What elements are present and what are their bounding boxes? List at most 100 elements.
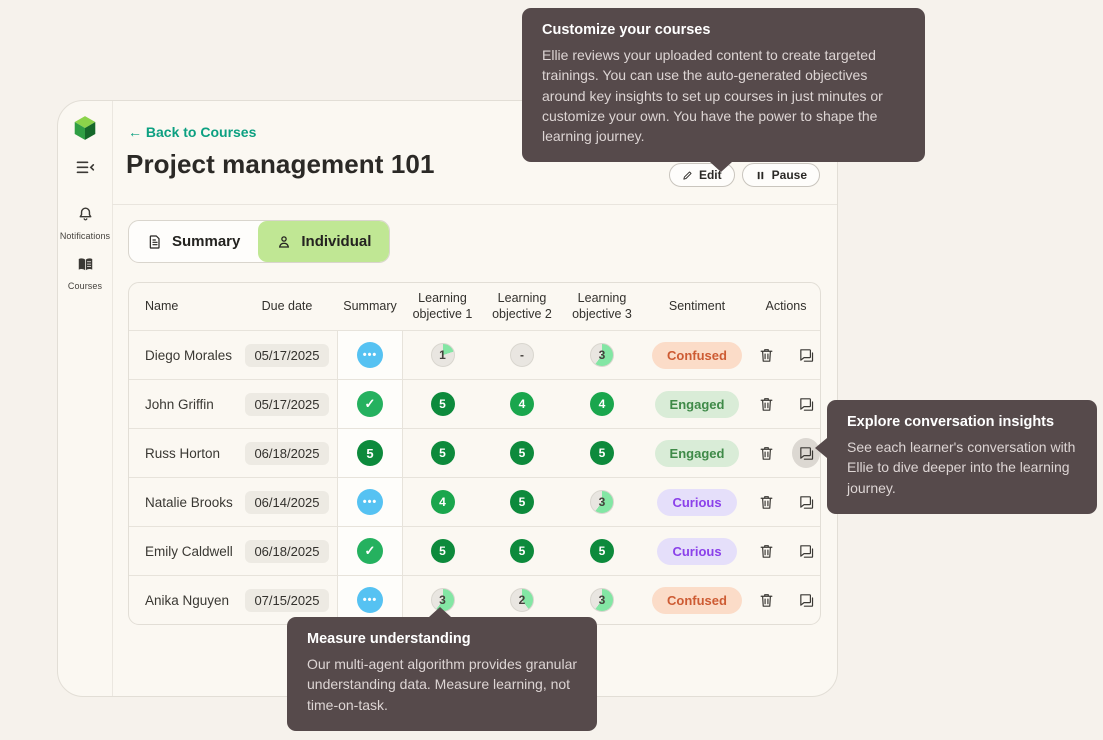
tooltip-body: See each learner's conversation with Ell… xyxy=(847,439,1076,496)
objective-score: 5 xyxy=(590,539,614,563)
delete-learner-button[interactable] xyxy=(752,389,780,419)
sidebar-item-notifications[interactable]: Notifications xyxy=(58,205,112,241)
objective-score: 5 xyxy=(430,539,455,563)
conversation-button[interactable] xyxy=(792,389,820,419)
summary-cell: ✓ xyxy=(337,380,403,428)
tab-individual-label: Individual xyxy=(301,233,372,250)
objective-cell: 4 xyxy=(482,380,562,428)
delete-learner-button[interactable] xyxy=(752,340,780,370)
conversation-button[interactable] xyxy=(792,585,820,615)
tooltip-body: Our multi-agent algorithm provides granu… xyxy=(307,656,578,713)
delete-learner-button[interactable] xyxy=(752,585,780,615)
actions-cell xyxy=(752,478,820,526)
column-header: Learning objective 3 xyxy=(572,290,632,321)
summary-cell: ••• xyxy=(337,478,403,526)
sidebar: Notifications Courses xyxy=(58,101,113,696)
delete-learner-button[interactable] xyxy=(752,536,780,566)
objective-score: 5 xyxy=(510,441,534,465)
tooltip-title: Explore conversation insights xyxy=(847,414,1055,430)
main-panel: Notifications Courses ← Back to Courses … xyxy=(57,100,838,697)
learner-name: Natalie Brooks xyxy=(145,494,233,510)
objective-score: 4 xyxy=(590,392,614,416)
summary-cell: ✓ xyxy=(337,527,403,575)
actions-cell xyxy=(752,380,820,428)
objective-cell: 3 xyxy=(562,331,642,379)
trash-icon xyxy=(758,396,775,413)
objective-score-partial: 3 xyxy=(590,490,614,514)
column-header: Learning objective 2 xyxy=(492,290,552,321)
summary-complete-icon: ✓ xyxy=(357,391,383,417)
tooltip-measure-understanding: Measure understanding Our multi-agent al… xyxy=(287,607,597,731)
summary-in-progress-icon: ••• xyxy=(357,587,383,613)
objective-cell: 4 xyxy=(562,380,642,428)
back-to-courses-link[interactable]: ← Back to Courses xyxy=(128,124,256,140)
due-date-chip: 06/18/2025 xyxy=(245,441,329,465)
conversation-icon xyxy=(798,445,815,462)
objective-cell: 5 xyxy=(562,527,642,575)
tab-individual[interactable]: Individual xyxy=(258,221,390,262)
objective-score: 5 xyxy=(430,441,455,465)
column-header: Due date xyxy=(261,298,313,313)
objective-cell: 5 xyxy=(482,429,562,477)
summary-in-progress-icon: ••• xyxy=(357,342,383,368)
sidebar-item-label: Notifications xyxy=(59,231,111,241)
sidebar-item-label: Courses xyxy=(67,281,103,291)
actions-cell xyxy=(752,331,820,379)
sentiment-badge: Curious xyxy=(657,537,737,565)
due-date-cell: 05/17/2025 xyxy=(237,380,337,428)
due-date-cell: 06/18/2025 xyxy=(237,429,337,477)
pause-button[interactable]: Pause xyxy=(741,163,820,187)
collapse-sidebar-icon[interactable] xyxy=(75,159,95,175)
book-icon xyxy=(76,255,95,274)
learner-name: John Griffin xyxy=(145,396,214,412)
objective-score-partial: 3 xyxy=(590,343,614,367)
due-date-chip: 06/14/2025 xyxy=(245,490,329,514)
summary-cell: ••• xyxy=(337,331,403,379)
tab-summary[interactable]: Summary xyxy=(129,221,258,262)
objective-cell: - xyxy=(482,331,562,379)
sentiment-cell: Confused xyxy=(642,576,752,624)
conversation-icon xyxy=(798,347,815,364)
objective-score: 5 xyxy=(510,490,534,514)
sidebar-item-courses[interactable]: Courses xyxy=(58,255,112,291)
objective-cell: 5 xyxy=(482,478,562,526)
due-date-chip: 05/17/2025 xyxy=(245,343,329,367)
conversation-button[interactable] xyxy=(792,340,820,370)
objective-cell: 5 xyxy=(403,429,482,477)
delete-learner-button[interactable] xyxy=(752,487,780,517)
actions-cell xyxy=(752,527,820,575)
conversation-button[interactable] xyxy=(792,487,820,517)
sentiment-cell: Curious xyxy=(642,478,752,526)
summary-cell: 5 xyxy=(337,429,403,477)
sentiment-badge: Engaged xyxy=(654,439,740,467)
conversation-icon xyxy=(798,396,815,413)
column-header: Learning objective 1 xyxy=(412,290,473,321)
tooltip-customize-your-courses: Customize your courses Ellie reviews you… xyxy=(522,8,925,174)
summary-score: 5 xyxy=(357,440,383,466)
summary-in-progress-icon: ••• xyxy=(357,489,383,515)
actions-cell xyxy=(752,429,820,477)
objective-score-empty: - xyxy=(510,343,534,367)
trash-icon xyxy=(758,445,775,462)
conversation-icon xyxy=(798,543,815,560)
tooltip-body: Ellie reviews your uploaded content to c… xyxy=(542,47,883,145)
learner-name: Russ Horton xyxy=(145,445,221,461)
conversation-button[interactable] xyxy=(792,536,820,566)
learner-name: Emily Caldwell xyxy=(145,543,233,559)
objective-score: 4 xyxy=(510,392,534,416)
due-date-cell: 06/14/2025 xyxy=(237,478,337,526)
due-date-chip: 05/17/2025 xyxy=(245,392,329,416)
header-actions: Edit Pause xyxy=(668,163,820,187)
conversation-icon xyxy=(798,494,815,511)
sentiment-cell: Engaged xyxy=(642,380,752,428)
due-date-cell: 07/15/2025 xyxy=(237,576,337,624)
delete-learner-button[interactable] xyxy=(752,438,780,468)
due-date-cell: 06/18/2025 xyxy=(237,527,337,575)
